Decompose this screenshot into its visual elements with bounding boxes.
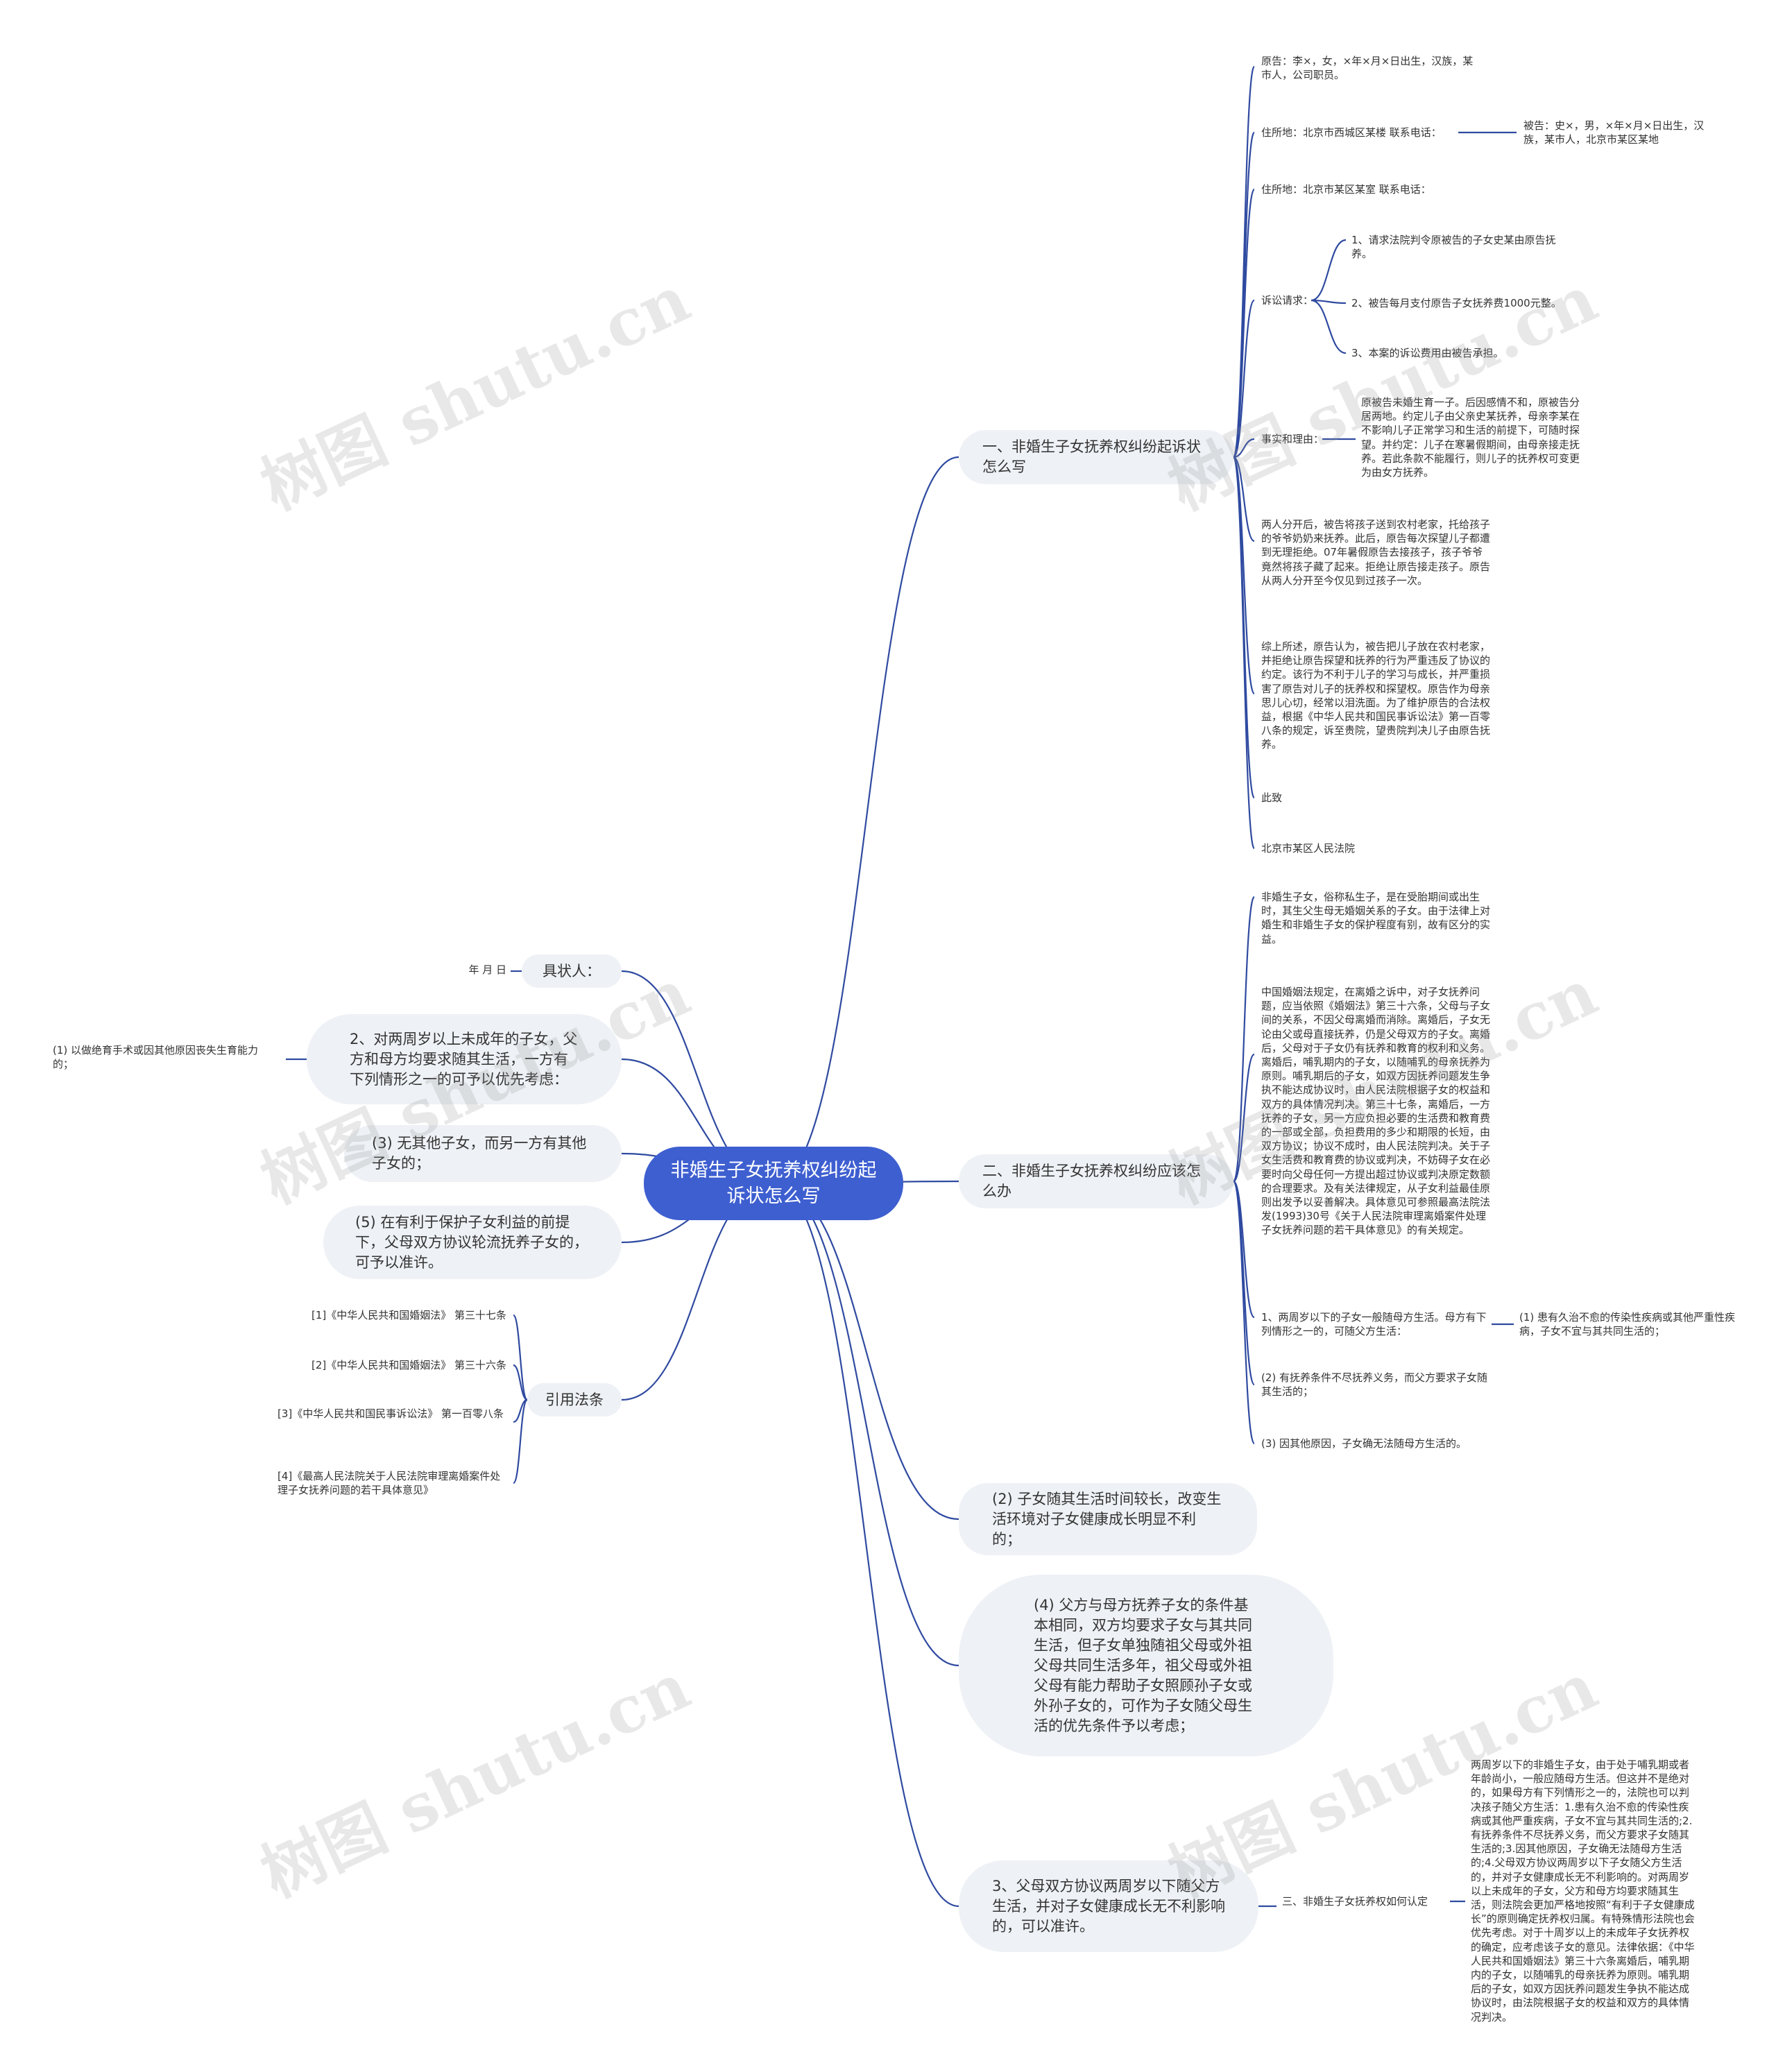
- branch-over-two[interactable]: 2、对两周岁以上未成年的子女，父方和母方均要求随其生活，一方有下列情形之一的可予…: [307, 1014, 622, 1104]
- link-b1-leaf-1: [1232, 131, 1256, 459]
- leaf-law-1: [1]《中华人民共和国婚姻法》 第三十七条: [311, 1309, 506, 1321]
- leaf-claim-2: 2、被告每月支付原告子女抚养费1000元整。: [1351, 297, 1562, 309]
- leaf-definition: 非婚生子女，俗称私生子，是在受胎期间或出生时，其生父生母无婚姻关系的子女。由于法…: [1261, 891, 1491, 945]
- link-center-b4: [773, 1182, 959, 1667]
- branch-cited-laws[interactable]: 引用法条: [527, 1383, 622, 1416]
- link-center-b1: [773, 456, 959, 1185]
- leaf-cizhi: 此致: [1261, 791, 1283, 804]
- leaf-under-two: 1、两周岁以下的子女一般随母方生活。母方有下列情形之一的，可随父方生活：: [1261, 1311, 1487, 1338]
- leaf-facts-text: 原被告未婚生育一子。后因感情不和，原被告分居两地。约定儿子由父亲史某抚养，母亲李…: [1361, 396, 1580, 479]
- leaf-how-determined: 三、非婚生子女抚养权如何认定: [1282, 1895, 1428, 1908]
- leaf-other-reasons: (3) 因其他原因，子女确无法随母方生活的。: [1261, 1437, 1467, 1450]
- link-b1-leaf-4: [1233, 438, 1255, 459]
- link-center-b3: [773, 1182, 959, 1521]
- leaf-determination-text: 两周岁以下的非婚生子女，由于处于哺乳期或者年龄尚小，一般应随母方生活。但这并不是…: [1471, 1758, 1695, 2023]
- link-claims-2: [1310, 299, 1347, 354]
- leaf-address-1: 住所地：北京市西城区某楼 联系电话：: [1261, 126, 1442, 139]
- leaf-para-2: 综上所述，原告认为，被告把儿子放在农村老家，并拒绝让原告探望和抚养的行为严重违反…: [1261, 640, 1491, 751]
- leaf-law-3: [3]《中华人民共和国民事诉讼法》 第一百零八条: [278, 1407, 504, 1420]
- link-law-1: [513, 1364, 528, 1401]
- branch-agreement-father[interactable]: 3、父母双方协议两周岁以下随父方生活，并对子女健康成长无不利影响的，可以准许。: [959, 1860, 1258, 1952]
- leaf-not-fulfilling: (2) 有抚养条件不尽抚养义务，而父方要求子女随其生活的；: [1261, 1371, 1488, 1398]
- link-law-0: [512, 1314, 529, 1401]
- leaf-para-1: 两人分开后，被告将孩子送到农村老家，托给孩子的爷爷奶奶来抚养。此后，原告每次探望…: [1261, 518, 1491, 587]
- leaf-date: 年 月 日: [468, 964, 506, 976]
- leaf-address-2: 住所地：北京市某区某室 联系电话：: [1261, 183, 1431, 196]
- link-claims-1: [1310, 299, 1347, 305]
- leaf-plaintiff: 原告：李×，女，×年×月×日出生，汉族，某市人，公司职员。: [1261, 55, 1474, 82]
- link-b1-leaf-5: [1233, 456, 1255, 542]
- leaf-law-4: [4]《最高人民法院关于人民法院审理离婚案件处理子女抚养问题的若干具体意见》: [278, 1470, 501, 1497]
- link-b1-leaf-8: [1232, 456, 1256, 850]
- leaf-claims: 诉讼请求：: [1261, 294, 1314, 307]
- branch-what-to-do[interactable]: 二、非婚生子女抚养权纠纷应该怎么办: [959, 1154, 1233, 1208]
- branch-no-other-child[interactable]: (3) 无其他子女，而另一方有其他子女的；: [344, 1125, 622, 1182]
- link-b2-leaf-4: [1232, 1180, 1256, 1445]
- branch-signer[interactable]: 具状人：: [522, 954, 622, 988]
- branch-complaint-howto[interactable]: 一、非婚生子女抚养权纠纷起诉状怎么写: [959, 430, 1233, 484]
- leaf-facts: 事实和理由：: [1261, 433, 1324, 445]
- center-topic[interactable]: 非婚生子女抚养权纠纷起诉状怎么写: [644, 1147, 903, 1220]
- branch-grandparents[interactable]: (4) 父方与母方抚养子女的条件基本相同，双方均要求子女与其共同生活，但子女单独…: [959, 1575, 1333, 1756]
- leaf-claim-3: 3、本案的诉讼费用由被告承担。: [1351, 347, 1504, 359]
- branch-rotation[interactable]: (5) 在有利于保护子女利益的前提下，父母双方协议轮流抚养子女的，可予以准许。: [323, 1206, 622, 1279]
- link-center-b5: [773, 1182, 959, 1908]
- link-b2-leaf-3: [1232, 1180, 1256, 1386]
- leaf-law-2: [2]《中华人民共和国婚姻法》 第三十六条: [311, 1359, 506, 1371]
- link-b1-leaf-0: [1232, 65, 1256, 459]
- link-law-3: [512, 1398, 529, 1484]
- link-b2-leaf-0: [1232, 896, 1256, 1183]
- link-b1-leaf-2: [1232, 188, 1256, 459]
- link-b1-leaf-3: [1232, 299, 1256, 459]
- leaf-marriage-law: 中国婚姻法规定，在离婚之诉中，对子女抚养问题，应当依照《婚姻法》第三十六条，父母…: [1261, 986, 1491, 1237]
- leaf-sterilization: (1) 以做绝育手术或因其他原因丧失生育能力的；: [53, 1044, 259, 1071]
- link-claims-0: [1310, 239, 1347, 302]
- link-b2-leaf-1: [1232, 1053, 1256, 1183]
- leaf-defendant: 被告：史×，男，×年×月×日出生，汉族，某市人，北京市某区某地: [1523, 119, 1705, 146]
- leaf-claim-1: 1、请求法院判令原被告的子女史某由原告抚养。: [1351, 234, 1556, 261]
- leaf-court: 北京市某区人民法院: [1261, 842, 1356, 855]
- leaf-disease: (1) 患有久治不愈的传染性疾病或其他严重性疾病，子女不宜与其共同生活的；: [1519, 1311, 1736, 1338]
- branch-living-time[interactable]: (2) 子女随其生活时间较长，改变生活环境对子女健康成长明显不利的；: [959, 1483, 1257, 1555]
